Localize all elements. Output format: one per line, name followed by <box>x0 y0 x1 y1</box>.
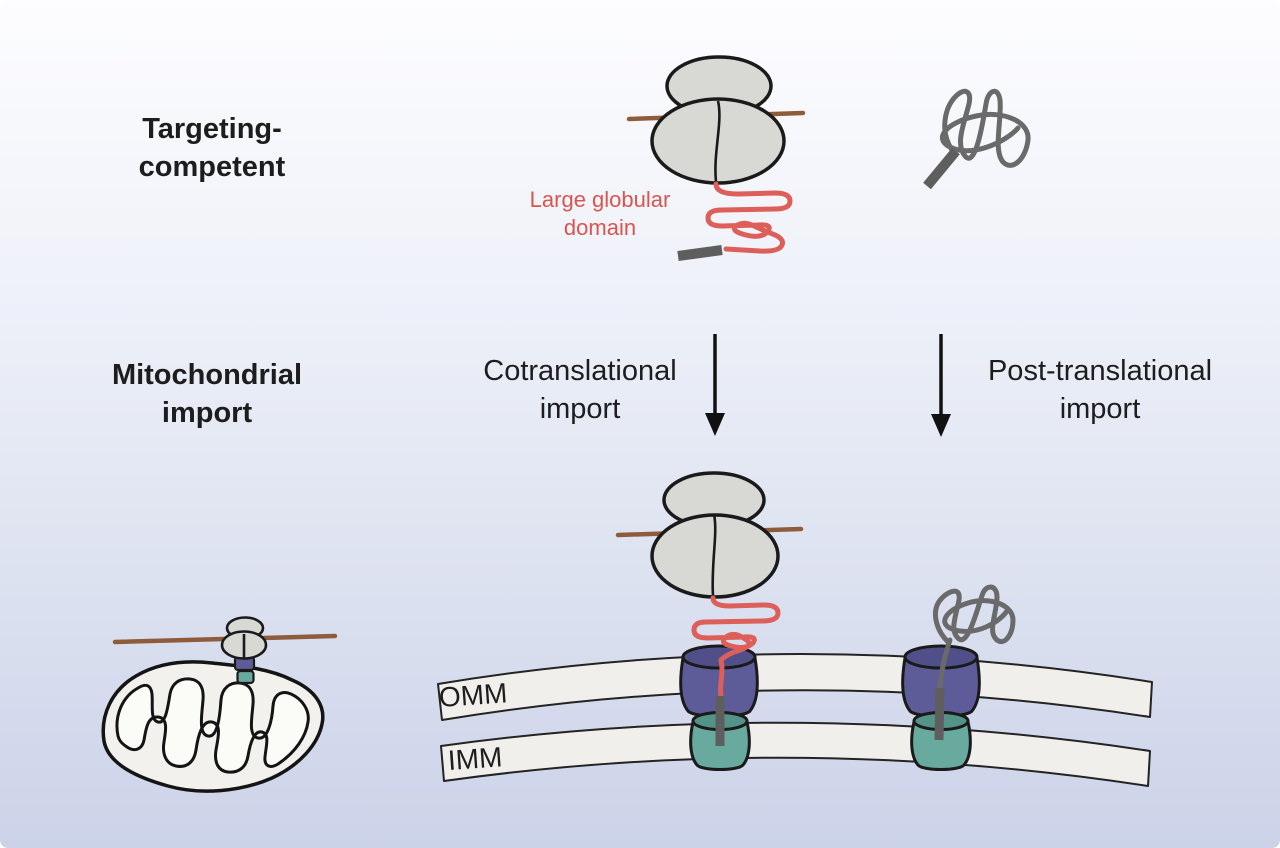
presequence-rod-icon <box>923 147 960 190</box>
presequence-rod-icon <box>677 245 723 261</box>
outer-mitochondrial-membrane <box>437 653 1153 721</box>
mitochondrion-icon <box>101 616 338 793</box>
ribosome-icon <box>626 55 806 185</box>
large-globular-domain-label: Large globular domain <box>529 187 671 240</box>
presequence-rod-icon <box>934 687 945 741</box>
imm-label: IMM <box>446 741 504 776</box>
tim-channel-icon <box>236 669 255 685</box>
down-arrow-posttranslational <box>931 334 951 437</box>
nascent-chain-icon <box>677 181 793 261</box>
nascent-chain-icon <box>691 595 781 746</box>
ribosome-icon <box>615 471 804 599</box>
unfolded-protein-icon <box>923 88 1031 190</box>
targeting-competent-label: Targeting- competent <box>138 113 286 184</box>
mitochondrial-import-label: Mitochondrial import <box>111 359 303 430</box>
omm-label: OMM <box>437 677 509 713</box>
ribosome-icon <box>220 616 268 660</box>
cotranslational-import-label: Cotranslational import <box>483 355 677 426</box>
post-translational-import-label: Post-translational import <box>987 355 1213 426</box>
inner-mitochondrial-membrane <box>440 721 1151 787</box>
down-arrow-cotranslational <box>705 334 725 436</box>
unfolded-protein-icon <box>932 584 1016 741</box>
